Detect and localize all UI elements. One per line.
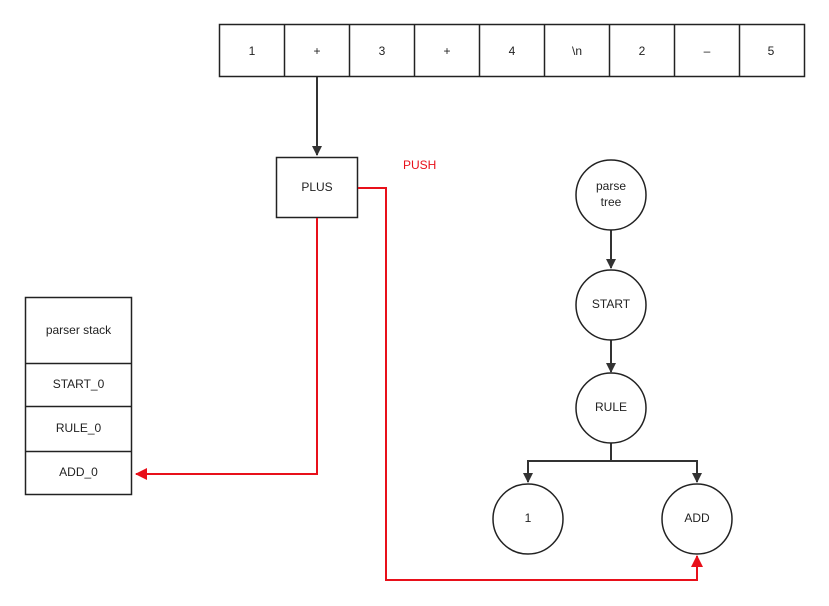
tree-edge (523, 442, 612, 483)
tree-root-label: parse (596, 179, 626, 193)
tree-leaf-node (492, 483, 564, 555)
token-cell: + (313, 44, 320, 58)
plus-label: PLUS (301, 180, 332, 194)
tree-add-label: ADD (684, 511, 710, 525)
token-cell: 2 (639, 44, 646, 58)
tree-root-node (575, 159, 647, 231)
stack-item: ADD_0 (59, 465, 98, 479)
token-stream: 1 + 3 + 4 \n 2 – 5 (218, 23, 806, 78)
token-stream-frame (218, 23, 806, 78)
tree-edge (611, 460, 702, 483)
token-cell: – (704, 44, 711, 58)
tree-rule-node (575, 372, 647, 444)
plus-to-add-node-arrow (358, 187, 703, 581)
tree-root-label: tree (601, 195, 622, 209)
token-cell: 5 (768, 44, 775, 58)
token-cell: 3 (379, 44, 386, 58)
stack-item: RULE_0 (56, 421, 102, 435)
tree-start-label: START (592, 297, 631, 311)
token-cell: + (443, 44, 450, 58)
current-token-box: PLUS (275, 156, 359, 219)
push-label: PUSH (403, 158, 436, 172)
plus-to-stack-arrow (135, 218, 318, 480)
tree-leaf-label: 1 (525, 511, 532, 525)
plus-box (275, 156, 359, 219)
token-cell: \n (572, 44, 582, 58)
tree-start-node (575, 269, 647, 341)
tree-add-node (661, 483, 733, 555)
token-cell: 4 (509, 44, 516, 58)
parser-stack: parser stack START_0 RULE_0 ADD_0 (24, 296, 133, 496)
tree-rule-label: RULE (595, 400, 627, 414)
parser-stack-frame (24, 296, 133, 496)
token-cell: 1 (249, 44, 256, 58)
stack-item: START_0 (53, 377, 105, 391)
parser-stack-title: parser stack (46, 323, 112, 337)
parse-tree: parse tree START RULE 1 ADD (492, 159, 733, 555)
